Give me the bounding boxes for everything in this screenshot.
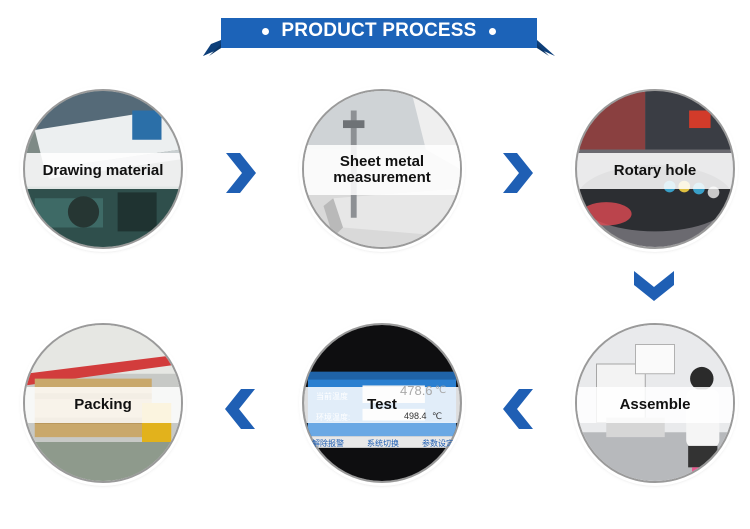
step-rotary-hole: Rotary hole — [575, 89, 735, 249]
step-packing: Packing — [23, 323, 183, 483]
product-process-banner: PRODUCT PROCESS — [203, 14, 555, 56]
banner-ribbon-shape — [203, 18, 555, 56]
step-assemble: Assemble — [575, 323, 735, 483]
step-label: Rotary hole — [577, 153, 733, 189]
chevron-right-icon — [226, 153, 256, 193]
banner-title-row: PRODUCT PROCESS — [203, 14, 555, 48]
chevron-down-icon — [634, 271, 674, 301]
chevron-left-icon — [503, 389, 533, 429]
step-label: Assemble — [577, 387, 733, 423]
step-label: Packing — [25, 387, 181, 423]
step-drawing-material: Drawing material — [23, 89, 183, 249]
step-label: Test — [304, 387, 460, 423]
step-label: Drawing material — [25, 153, 181, 189]
step-label: Sheet metal measurement — [304, 145, 460, 195]
step-sheet-metal-measurement: Sheet metal measurement — [302, 89, 462, 249]
step-test: Test — [302, 323, 462, 483]
dot-icon — [262, 27, 270, 35]
banner-title: PRODUCT PROCESS — [281, 20, 477, 41]
dot-icon — [488, 27, 496, 35]
chevron-right-icon — [503, 153, 533, 193]
chevron-left-icon — [225, 389, 255, 429]
